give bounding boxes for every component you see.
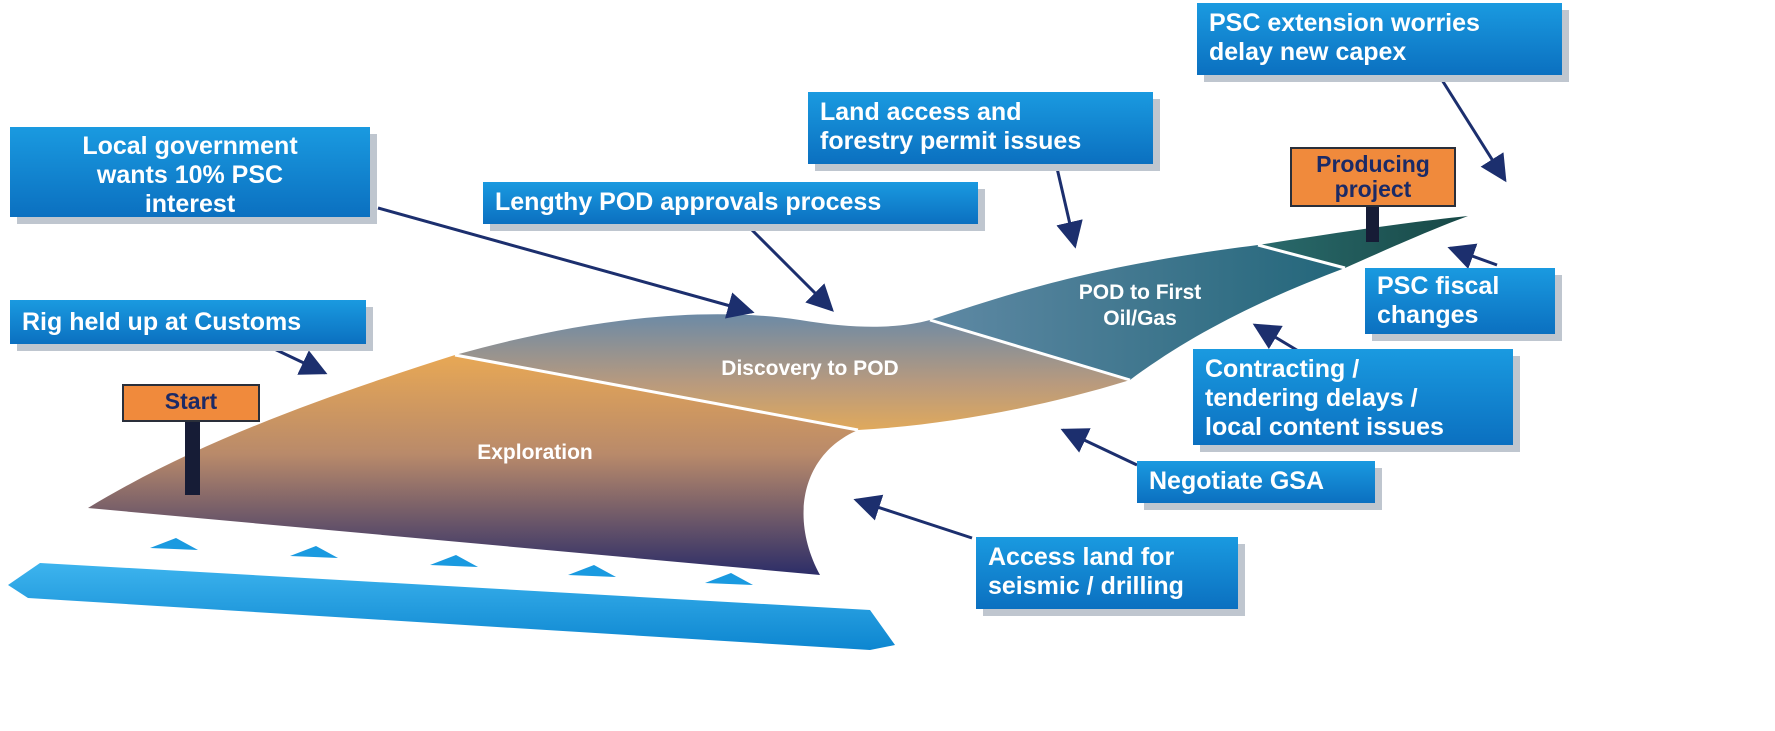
- discovery-to-pod-label: Discovery to POD: [721, 357, 899, 380]
- arrow-lengthy-pod: [746, 224, 834, 312]
- exploration-stage: [88, 355, 858, 575]
- callout-negotiate-gsa: Negotiate GSA: [1137, 461, 1375, 503]
- arrow-access-land: [853, 494, 973, 540]
- discovery-to-pod-stage: [455, 314, 1130, 430]
- exploration-label: Exploration: [477, 441, 593, 464]
- arrow-psc-extension: [1440, 79, 1507, 183]
- arrow-negotiate-gsa: [1060, 428, 1138, 467]
- production-stage: [1258, 216, 1468, 268]
- opportunity-banner: [8, 563, 895, 650]
- arrow-land-access: [1055, 167, 1083, 249]
- arrow-rig-customs: [267, 344, 328, 375]
- callout-access-land: Access land for seismic / drilling: [976, 537, 1238, 609]
- callout-psc-fiscal: PSC fiscal changes: [1365, 268, 1555, 334]
- chevron-marker-icon: [705, 573, 753, 585]
- producing-project-sign: Producing project: [1290, 147, 1456, 207]
- callout-lengthy-pod: Lengthy POD approvals process: [483, 182, 978, 224]
- arrow-psc-fiscal: [1447, 243, 1498, 269]
- arrow-contracting: [1252, 323, 1301, 354]
- chevron-marker-icon: [290, 546, 338, 558]
- callout-contracting: Contracting / tendering delays / local c…: [1193, 349, 1513, 445]
- start-sign-post: [185, 405, 200, 495]
- callout-local-government: Local government wants 10% PSC interest: [10, 127, 370, 218]
- callout-land-access: Land access and forestry permit issues: [808, 92, 1153, 164]
- arrow-local-gov: [377, 206, 755, 319]
- chevron-marker-icon: [430, 555, 478, 567]
- chevron-marker-icon: [568, 565, 616, 577]
- pod-to-first-oil-label: POD to First Oil/Gas: [1078, 281, 1202, 330]
- pod-to-first-oil-stage: [930, 245, 1345, 380]
- callout-psc-extension: PSC extension worries delay new capex: [1197, 3, 1562, 75]
- start-sign: Start: [122, 384, 260, 422]
- callout-rig-customs: Rig held up at Customs: [10, 300, 366, 344]
- chevron-marker-icon: [150, 538, 198, 550]
